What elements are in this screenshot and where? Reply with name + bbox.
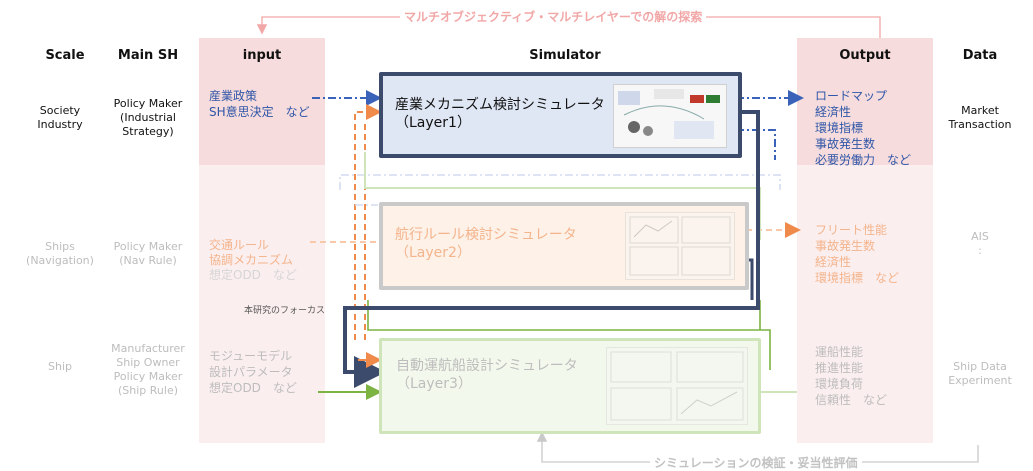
row2-data: AIS: [971, 230, 989, 257]
row3-input: モジューモデル設計パラメータ想定ODD など [209, 349, 297, 395]
output-band-top [797, 38, 933, 165]
top-caption: マルチオブジェクティブ・マルチレイヤーでの解の探索 [400, 8, 707, 25]
row2-main-sh: Policy Maker(Nav Rule) [113, 240, 183, 267]
focus-label: 本研究のフォーカス [244, 306, 326, 316]
header-simulator: Simulator [529, 48, 601, 63]
layer3-thumbnail [606, 347, 748, 425]
header-scale: Scale [45, 48, 85, 63]
row2-scale: Ships(Navigation) [26, 240, 94, 267]
header-output: Output [839, 48, 891, 63]
row1-output: ロードマップ経済性環境指標事故発生数必要労働力 など [815, 89, 912, 167]
layer3-title: 自動運航船設計シミュレータ（Layer3） [396, 358, 578, 392]
row2-output: フリート性能事故発生数経済性環境指標 など [815, 223, 900, 285]
header-main-sh: Main SH [117, 48, 179, 63]
row2-input: 交通ルール協調メカニズム想定ODD など [209, 238, 297, 282]
header-input: input [242, 48, 282, 63]
layer1-title: 産業メカニズム検討シミュレータ（Layer1） [395, 97, 605, 131]
row3-output: 運船性能推進性能環境負荷信頼性 など [815, 345, 888, 407]
output-band-lower [797, 165, 933, 443]
layer2-title: 航行ルール検討シミュレータ（Layer2） [395, 227, 577, 261]
row3-scale: Ship [48, 360, 72, 373]
input-band-lower [199, 165, 325, 443]
layer2-simulator[interactable]: 航行ルール検討シミュレータ（Layer2） [379, 202, 749, 290]
header-data: Data [962, 48, 998, 63]
layer2-thumbnail [625, 212, 735, 280]
bottom-caption: シミュレーションの検証・妥当性評価 [650, 454, 862, 471]
layer3-simulator[interactable]: 自動運航船設計シミュレータ（Layer3） [379, 338, 761, 434]
input-band-top [199, 38, 325, 165]
layer1-thumbnail [613, 84, 727, 148]
layer1-simulator[interactable]: 産業メカニズム検討シミュレータ（Layer1） [379, 72, 742, 158]
